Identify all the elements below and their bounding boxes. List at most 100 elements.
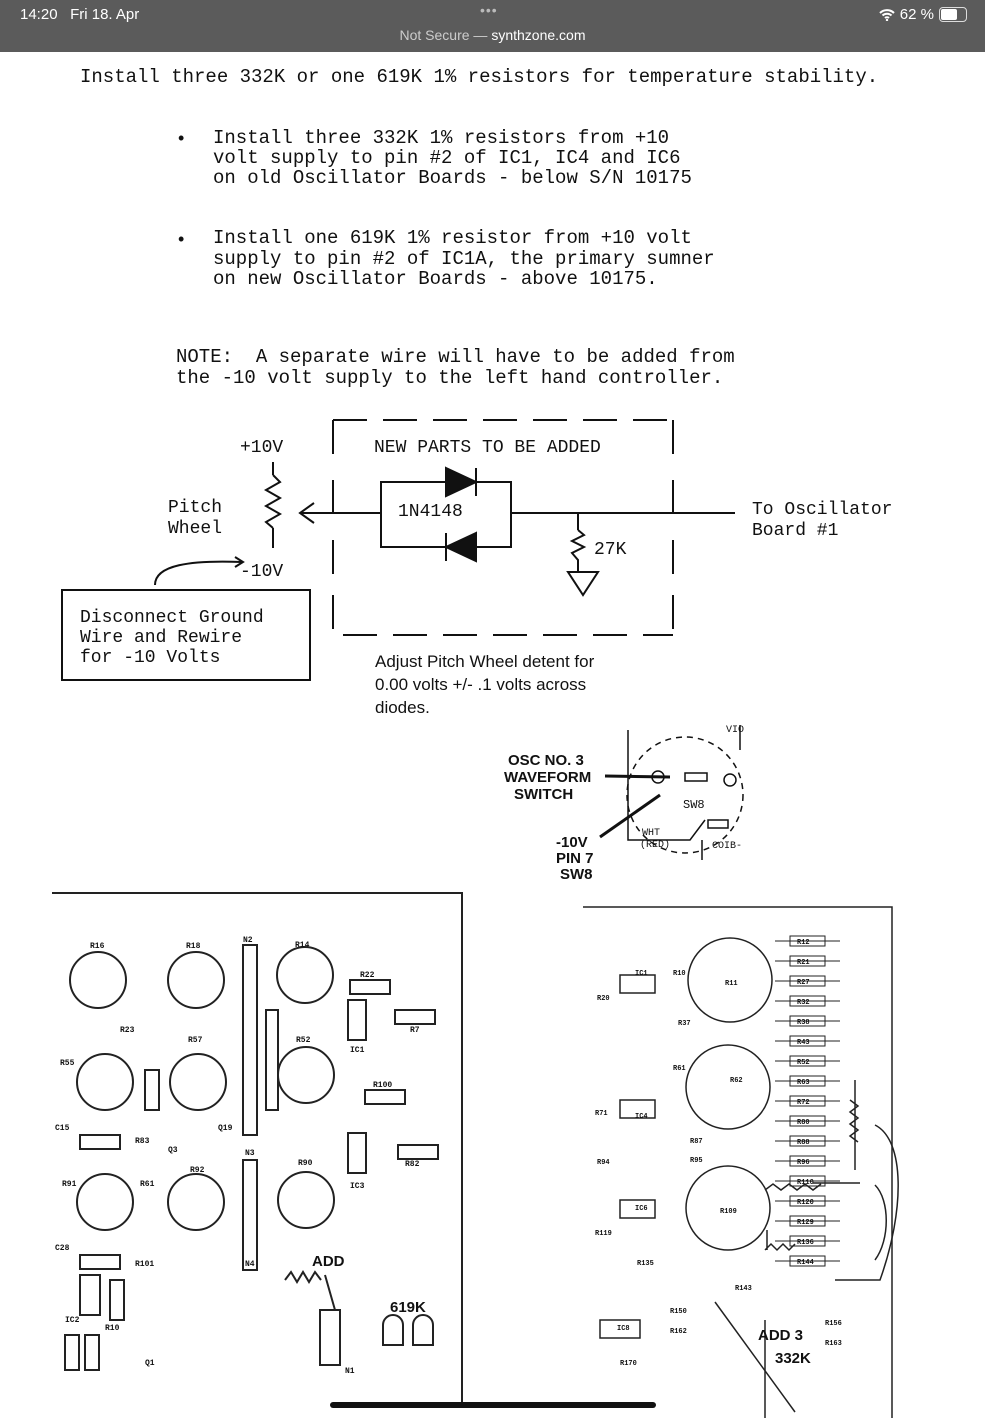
component-label: N3: [245, 1149, 255, 1158]
component-label: R94: [597, 1159, 610, 1167]
component-label: R109: [720, 1208, 737, 1216]
component-label: R23: [120, 1026, 135, 1035]
bullet-icon: •: [178, 229, 185, 249]
sw8-label: SW8: [683, 798, 705, 812]
diode-top: [445, 466, 479, 498]
add-label: ADD: [312, 1253, 345, 1270]
disconnect-line-1: Disconnect Ground: [80, 608, 264, 628]
619k-label: 619K: [390, 1299, 426, 1316]
component-label: R143: [735, 1285, 752, 1293]
component-label: R57: [188, 1036, 203, 1045]
component-label: R22: [360, 971, 375, 980]
status-time: 14:20 Fri 18. Apr: [20, 6, 140, 23]
wheel-label: Wheel: [168, 519, 222, 539]
battery-percent: 62 %: [899, 6, 934, 23]
resistor-label: R27: [797, 979, 810, 987]
resistor-27k-label: 27K: [594, 540, 627, 560]
resistor-label: R21: [797, 959, 810, 967]
resistor-label: R43: [797, 1039, 810, 1047]
component-label: IC6: [635, 1205, 648, 1213]
plus10v-label: +10V: [240, 438, 283, 458]
minus10v-label: -10V: [240, 562, 283, 582]
resistor-label: R38: [797, 1019, 810, 1027]
component-label: N2: [243, 936, 253, 945]
resistor-label: R144: [797, 1259, 814, 1267]
component-label: R18: [186, 942, 201, 951]
doc-heading: Install three 332K or one 619K 1% resist…: [80, 66, 879, 88]
disconnect-line-2: Wire and Rewire: [80, 628, 242, 648]
component-label: N1: [345, 1367, 355, 1376]
component-label: R52: [296, 1036, 311, 1045]
wht-label: WHT: [642, 828, 660, 839]
component-label: R83: [135, 1137, 150, 1146]
resistor-label: R88: [797, 1139, 810, 1147]
component-label: R14: [295, 941, 310, 950]
component-label: IC2: [65, 1316, 80, 1325]
component-label: R135: [637, 1260, 654, 1268]
component-label: R10: [105, 1324, 120, 1333]
to-osc-label-2: Board #1: [752, 521, 838, 541]
332k-label: 332K: [775, 1350, 811, 1367]
add-3-label: ADD 3: [758, 1327, 803, 1344]
home-indicator[interactable]: [330, 1402, 656, 1408]
address-bar[interactable]: Not Secure — synthzone.com: [0, 27, 985, 43]
disconnect-line-3: for -10 Volts: [80, 648, 220, 668]
component-label: R87: [690, 1138, 703, 1146]
component-label: R16: [90, 942, 105, 951]
component-label: R95: [690, 1157, 703, 1165]
component-label: R20: [597, 995, 610, 1003]
resistor-label: R52: [797, 1059, 810, 1067]
diode-bottom: [443, 531, 477, 563]
schematic-diagram: +10V -10V Pitch Wheel NEW PARTS TO BE AD…: [61, 419, 892, 717]
pin-label-3: SW8: [560, 866, 593, 883]
diode-label: 1N4148: [398, 502, 463, 522]
red-label: (RED): [640, 839, 670, 851]
adjust-line-1: Adjust Pitch Wheel detent for: [375, 652, 595, 671]
ground-icon: [566, 571, 600, 597]
component-label: IC1: [350, 1046, 365, 1055]
bullet-1-line-2: volt supply to pin #2 of IC1, IC4 and IC…: [213, 147, 681, 169]
component-label: R55: [60, 1059, 75, 1068]
disconnect-box: [61, 589, 311, 681]
component-label: R170: [620, 1360, 637, 1368]
right-board-layout: R12R21R27R32R38R43R52R63R72R80R88R96R110…: [583, 906, 899, 1418]
component-label: R82: [405, 1160, 420, 1169]
component-label: IC8: [617, 1325, 630, 1333]
component-label: R61: [673, 1065, 686, 1073]
to-osc-label-1: To Oscillator: [752, 500, 892, 520]
resistor-label: R129: [797, 1219, 814, 1227]
bullet-icon: •: [178, 128, 185, 148]
component-label: R100: [373, 1081, 392, 1090]
pitch-label: Pitch: [168, 498, 222, 518]
pin-label-1: -10V: [556, 834, 588, 851]
battery-icon: [939, 7, 967, 22]
note-line-1: NOTE: A separate wire will have to be ad…: [176, 346, 735, 368]
resistor-label: R96: [797, 1159, 810, 1167]
resistor-label: R136: [797, 1239, 814, 1247]
adjust-line-2: 0.00 volts +/- .1 volts across: [375, 675, 586, 694]
component-label: R62: [730, 1077, 743, 1085]
resistor-label: R80: [797, 1119, 810, 1127]
component-label: N4: [245, 1260, 255, 1269]
component-label: R71: [595, 1110, 608, 1118]
component-label: Q3: [168, 1146, 178, 1155]
component-label: R91: [62, 1180, 77, 1189]
component-label: R163: [825, 1340, 842, 1348]
resistor-label: R120: [797, 1199, 814, 1207]
component-label: R101: [135, 1260, 154, 1269]
status-indicators: 62 %: [879, 6, 967, 23]
adjust-line-3: diodes.: [375, 698, 430, 717]
resistor-27k: [569, 529, 587, 572]
disconnect-arrow: [154, 560, 243, 586]
vio-label: VIO: [726, 725, 744, 736]
resistor-label: R110: [797, 1179, 814, 1187]
wifi-icon: [879, 9, 895, 21]
resistor-label: R63: [797, 1079, 810, 1087]
waveform-switch-figure: OSC NO. 3 WAVEFORM SWITCH -10V PIN 7 SW8…: [504, 725, 744, 883]
component-label: R61: [140, 1180, 155, 1189]
bullet-2-line-2: supply to pin #2 of IC1A, the primary su…: [213, 248, 715, 270]
trimmer-pots: [69, 946, 335, 1231]
resistor-label: R12: [797, 939, 810, 947]
tab-menu-dots[interactable]: •••: [480, 2, 498, 18]
component-label: Q19: [218, 1124, 233, 1133]
